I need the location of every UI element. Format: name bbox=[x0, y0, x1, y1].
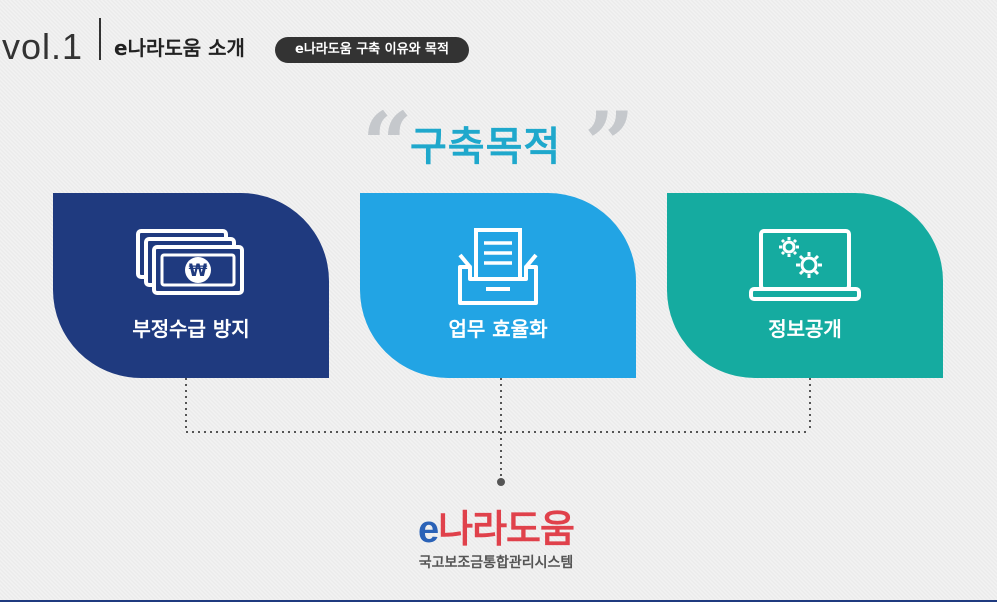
card-information-disclosure: 정보공개 bbox=[667, 193, 943, 378]
card-label: 정보공개 bbox=[768, 317, 842, 341]
header-divider bbox=[99, 18, 101, 60]
card-label: 업무 효율화 bbox=[448, 317, 548, 341]
page-title: “ 구축목적 ” bbox=[362, 100, 642, 188]
bottom-border bbox=[0, 600, 997, 602]
open-quote: “ bbox=[362, 92, 413, 196]
laptop-gears-icon bbox=[749, 229, 861, 301]
card-label: 부정수급 방지 bbox=[132, 317, 250, 341]
svg-text:₩: ₩ bbox=[189, 261, 208, 281]
section-title: e나라도움 소개 bbox=[114, 36, 245, 60]
logo-e: e bbox=[418, 509, 439, 551]
subtitle-pill: e나라도움 구축 이유와 목적 bbox=[275, 37, 469, 63]
title-text: 구축목적 bbox=[410, 124, 562, 170]
card-fraud-prevention: ₩ 부정수급 방지 bbox=[53, 193, 329, 378]
volume-label: vol.1 bbox=[2, 26, 84, 67]
close-quote: ” bbox=[584, 92, 635, 196]
logo-subtitle: 국고보조금통합관리시스템 bbox=[418, 555, 574, 571]
document-tray-icon bbox=[458, 228, 538, 305]
logo-name: 나라도움 bbox=[438, 507, 575, 551]
e-nara-doum-logo: e나라도움 bbox=[396, 498, 596, 553]
card-work-efficiency: 업무 효율화 bbox=[360, 193, 636, 378]
banknote-won-icon: ₩ bbox=[136, 229, 244, 295]
